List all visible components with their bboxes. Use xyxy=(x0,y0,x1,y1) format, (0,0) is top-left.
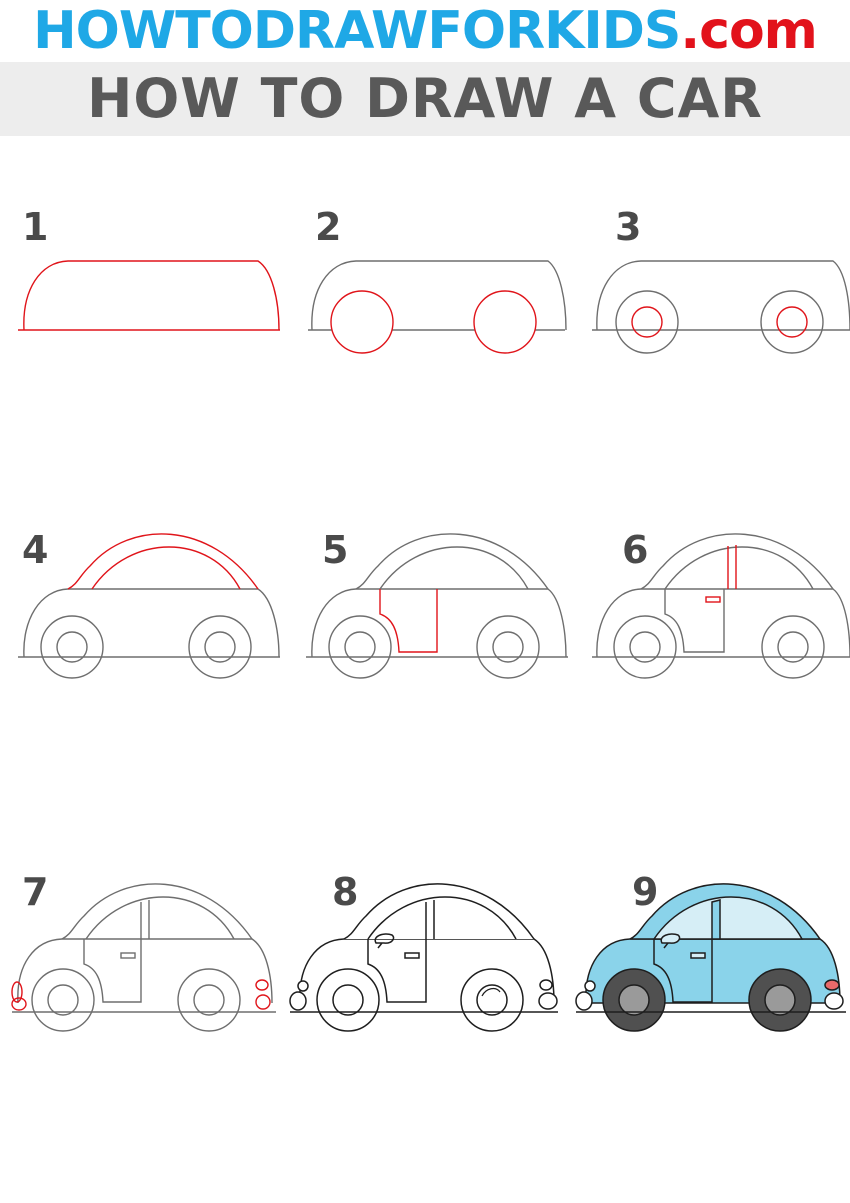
hub-outline xyxy=(777,631,809,663)
door-outline xyxy=(664,589,725,653)
headlight xyxy=(575,991,593,1011)
wheel-outline xyxy=(760,290,824,354)
taillight-outline xyxy=(255,979,269,991)
hub-outline xyxy=(204,631,236,663)
window-divider xyxy=(140,900,150,939)
door-handle xyxy=(404,952,420,959)
hub xyxy=(332,984,364,1016)
window-arch xyxy=(664,546,814,590)
window-arch xyxy=(379,546,529,590)
headlight xyxy=(289,991,307,1011)
hub-outline xyxy=(631,306,663,338)
step-number: 3 xyxy=(615,205,642,249)
wheel-outline xyxy=(615,290,679,354)
taillight xyxy=(539,979,553,991)
window-arch xyxy=(91,546,241,590)
roof-outline xyxy=(67,533,259,590)
taillight xyxy=(824,979,840,991)
car-body-outline xyxy=(311,588,567,658)
door-handle xyxy=(705,596,721,603)
door-outline xyxy=(367,939,427,1003)
window-arch xyxy=(85,896,235,940)
hub-outline xyxy=(344,631,376,663)
car-body-outline xyxy=(596,588,850,658)
window-divider xyxy=(425,900,435,939)
door-outline xyxy=(83,939,142,1003)
hub xyxy=(764,984,796,1016)
step-number: 9 xyxy=(632,870,659,914)
step-number: 7 xyxy=(22,870,49,914)
roof-outline xyxy=(355,533,549,590)
bumper-light xyxy=(824,992,844,1010)
step-number: 4 xyxy=(22,528,49,572)
step-number: 1 xyxy=(22,205,49,249)
door-handle xyxy=(690,952,706,959)
window-divider xyxy=(727,545,737,589)
wheel-outline xyxy=(328,615,392,679)
door-outline xyxy=(653,939,713,1003)
wheel xyxy=(460,968,524,1032)
hub xyxy=(618,984,650,1016)
hub-shine xyxy=(481,987,501,997)
roof-outline xyxy=(61,883,253,940)
wheel-outline xyxy=(473,290,537,354)
window-pillar xyxy=(711,899,721,940)
hub-outline xyxy=(193,984,225,1016)
hub xyxy=(476,984,508,1016)
wheel-outline xyxy=(761,615,825,679)
hub-outline xyxy=(47,984,79,1016)
window-arch xyxy=(367,896,517,940)
hub-outline xyxy=(56,631,88,663)
wheel-outline xyxy=(613,615,677,679)
site-domain: .com xyxy=(680,1,817,61)
headlight xyxy=(584,980,596,992)
hub-outline xyxy=(492,631,524,663)
hub-outline xyxy=(776,306,808,338)
roof-outline xyxy=(640,533,834,590)
car-body-outline xyxy=(23,588,280,658)
site-name: HOWTODRAWFORKIDS xyxy=(33,1,681,61)
car-body-outline xyxy=(596,260,850,331)
wheel-outline xyxy=(31,968,95,1032)
wheel-outline xyxy=(40,615,104,679)
step-number: 5 xyxy=(322,528,349,572)
wheel xyxy=(316,968,380,1032)
wheel-outline xyxy=(188,615,252,679)
door-outline xyxy=(379,589,438,653)
car-window xyxy=(652,896,804,940)
headlight-outline xyxy=(11,981,23,1003)
site-logo: HOWTODRAWFORKIDS.com xyxy=(0,0,850,62)
roof-outline xyxy=(343,883,535,940)
hub-outline xyxy=(629,631,661,663)
page-title: HOW TO DRAW A CAR xyxy=(0,62,850,136)
headlight xyxy=(297,980,309,992)
wheel-outline xyxy=(330,290,394,354)
side-mirror xyxy=(374,933,395,949)
headlight-outline xyxy=(11,997,27,1011)
wheel-outline xyxy=(476,615,540,679)
car-body-outline xyxy=(23,260,280,331)
wheel-outline xyxy=(177,968,241,1032)
door-handle xyxy=(120,952,136,959)
step-number: 2 xyxy=(315,205,342,249)
side-mirror xyxy=(660,933,681,944)
car-body-outline xyxy=(311,260,567,331)
taillight xyxy=(538,992,558,1010)
taillight-outline xyxy=(255,994,271,1010)
step-number: 6 xyxy=(622,528,649,572)
step-number: 8 xyxy=(332,870,359,914)
